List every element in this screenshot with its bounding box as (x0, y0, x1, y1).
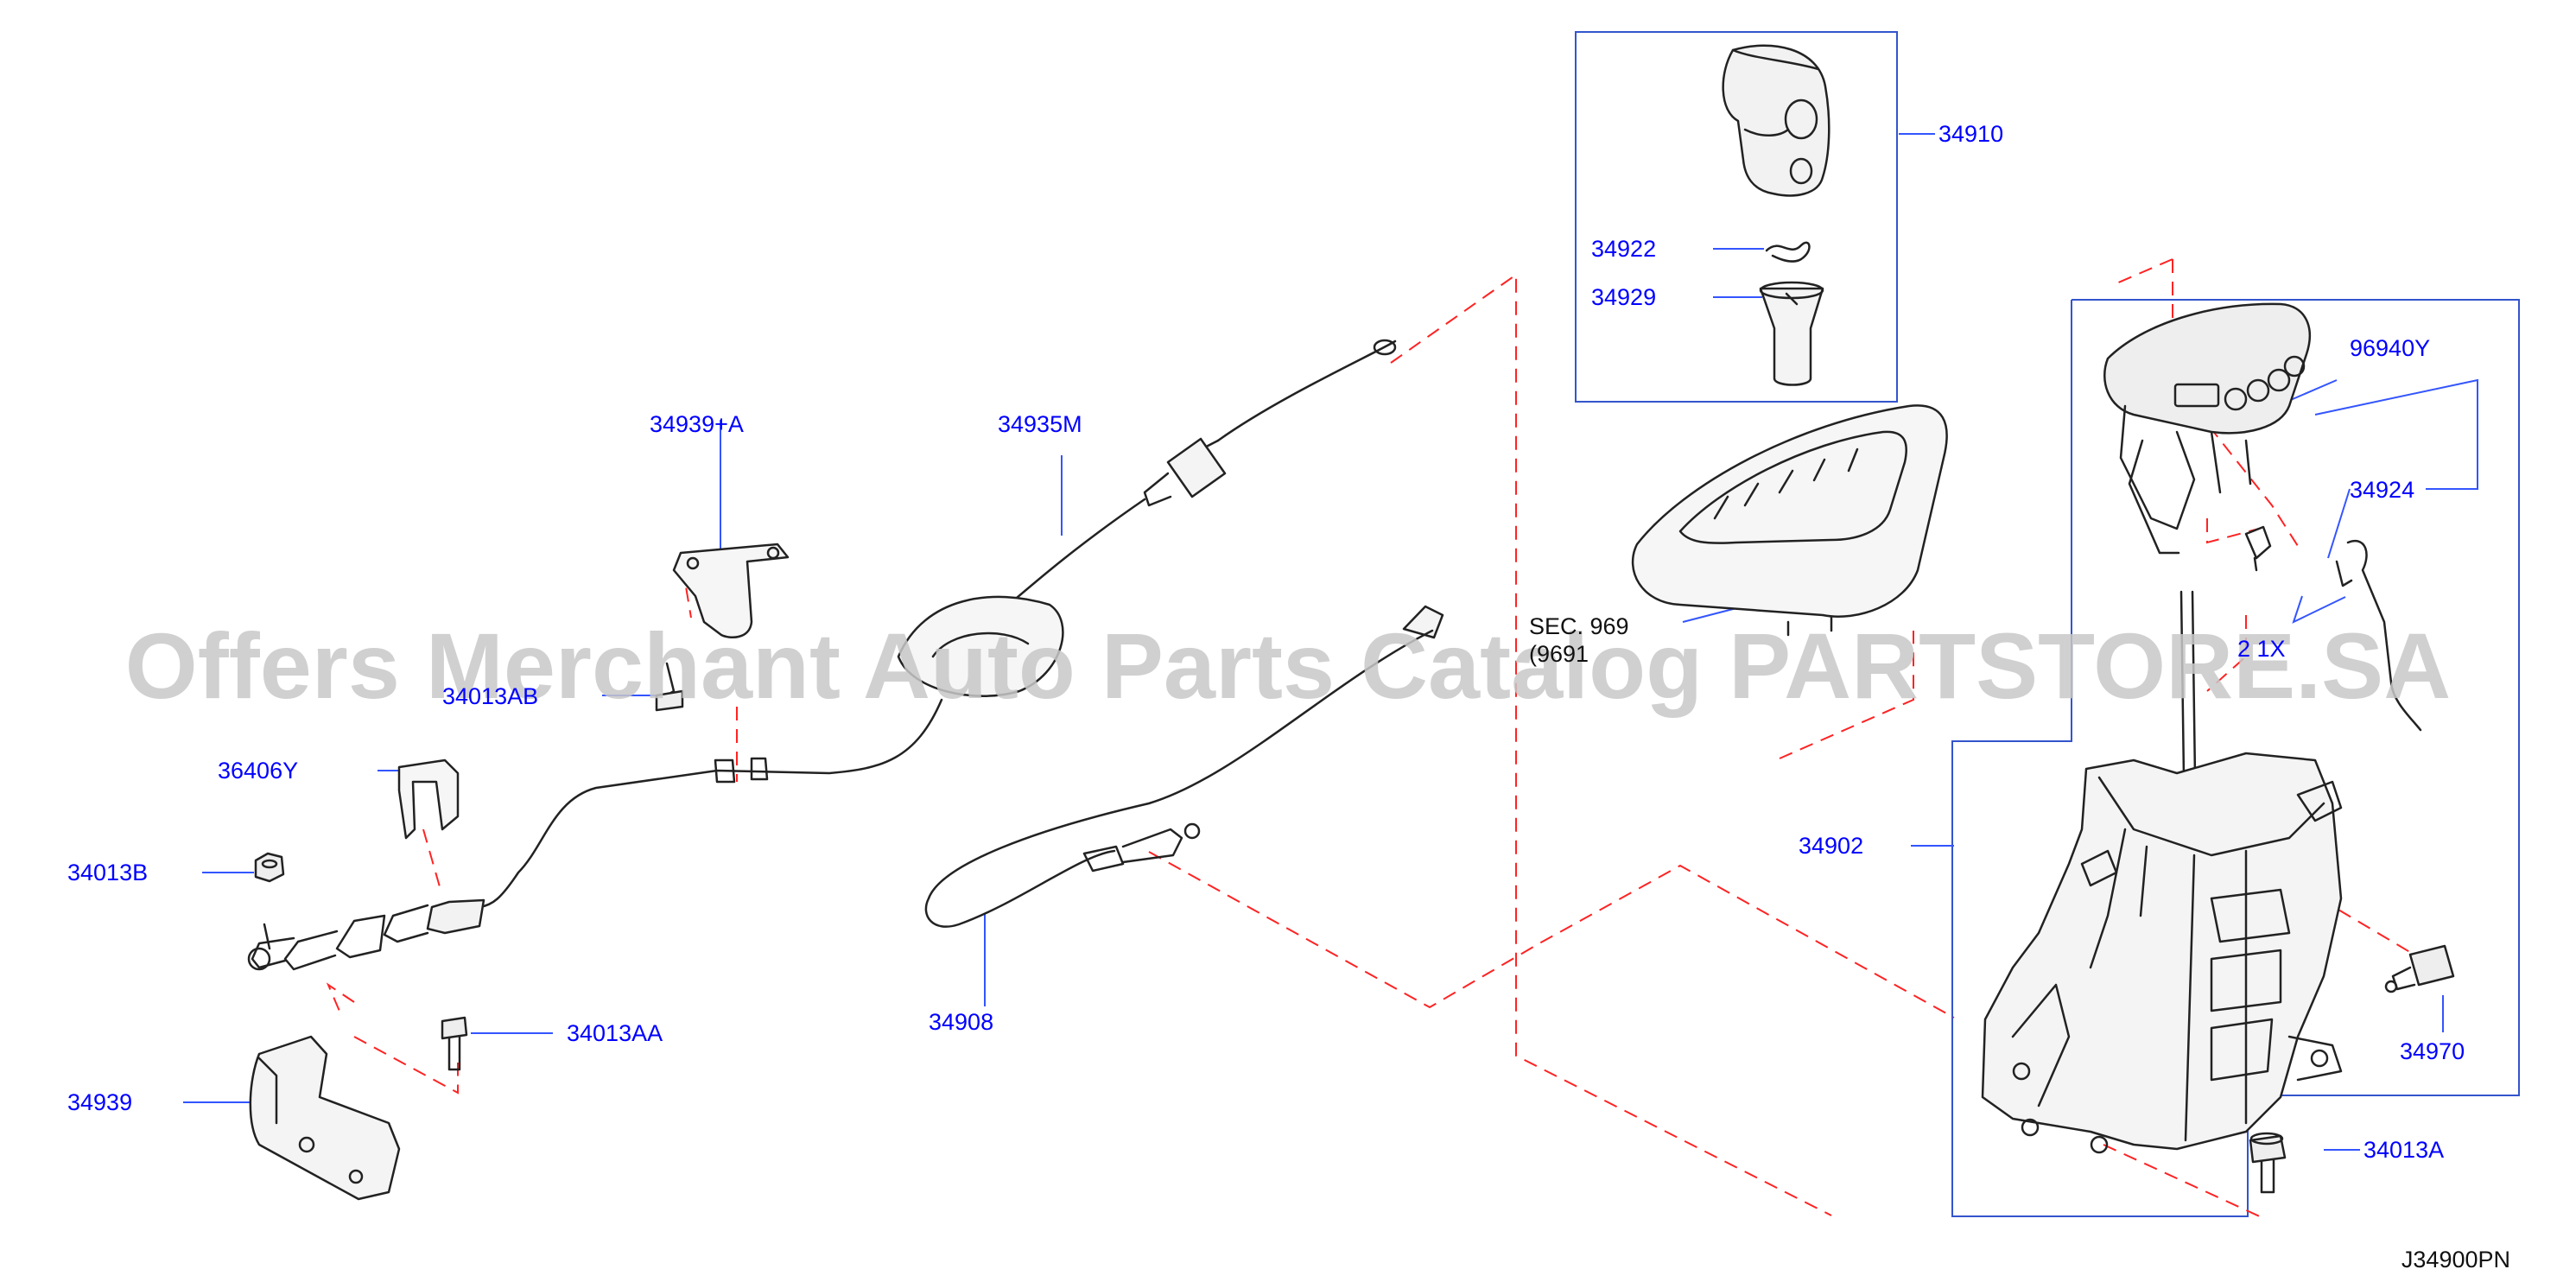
label-2-1x[interactable]: 2 1X (2237, 636, 2286, 662)
label-34013a[interactable]: 34013A (2363, 1137, 2444, 1163)
section-reference: SEC. 969 (9691 (1529, 613, 1629, 667)
label-34013ab[interactable]: 34013AB (442, 683, 538, 709)
sec-reference-line2: (9691 (1529, 641, 1589, 667)
bolt-34013AB-drawing (655, 662, 684, 712)
harness-drawing (2335, 540, 2422, 732)
clip-36406Y-drawing (397, 758, 460, 840)
console-bezel-drawing (1631, 404, 1948, 637)
label-34922[interactable]: 34922 (1591, 236, 1656, 262)
label-34013b[interactable]: 34013B (67, 860, 148, 885)
bolt-34013AA-drawing (441, 1016, 468, 1071)
sleeve-drawing (1759, 281, 1824, 386)
shifter-inset-box (1951, 299, 2520, 1217)
label-34929[interactable]: 34929 (1591, 284, 1656, 310)
clip-34924-drawing (2244, 525, 2272, 572)
sec-reference-line1[interactable]: SEC. 969 (1529, 613, 1629, 639)
label-34939-a[interactable]: 34939+A (650, 411, 744, 437)
bracket-34939A-drawing (672, 543, 790, 638)
reference-lines (326, 258, 2437, 1219)
cable-34908-drawing (924, 605, 1444, 928)
part-drawings (247, 44, 2455, 1201)
bracket-34939-drawing (249, 1035, 401, 1201)
bolt-34013A-drawing (2249, 1132, 2287, 1194)
label-34924[interactable]: 34924 (2350, 477, 2414, 503)
spring-clip-drawing (1765, 241, 1811, 263)
shifter-assembly-drawing (1981, 590, 2343, 1154)
cable-34935M-drawing (247, 339, 1397, 971)
label-34970[interactable]: 34970 (2400, 1038, 2465, 1064)
indicator-panel-drawing (2103, 302, 2311, 555)
label-34935m[interactable]: 34935M (998, 411, 1082, 437)
inset-boxes (1575, 31, 2520, 1217)
label-34908[interactable]: 34908 (929, 1009, 993, 1035)
shift-knob-drawing (1722, 44, 1830, 197)
knob-inset-box (1575, 31, 1898, 403)
diagram-code: J34900PN (2402, 1247, 2510, 1272)
label-34902[interactable]: 34902 (1799, 833, 1863, 859)
label-34939[interactable]: 34939 (67, 1089, 132, 1115)
part-labels: 34910 34922 34929 96940Y 34924 34939+A 3… (67, 121, 2465, 1163)
watermark-text: Offers Merchant Auto Parts Catalog PARTS… (125, 613, 2451, 718)
label-36406y[interactable]: 36406Y (218, 758, 298, 784)
label-34910[interactable]: 34910 (1938, 121, 2003, 147)
label-34013aa[interactable]: 34013AA (567, 1020, 663, 1046)
connector-34970-drawing (2384, 944, 2455, 993)
label-96940y[interactable]: 96940Y (2350, 335, 2430, 361)
nut-34013B-drawing (254, 852, 285, 883)
